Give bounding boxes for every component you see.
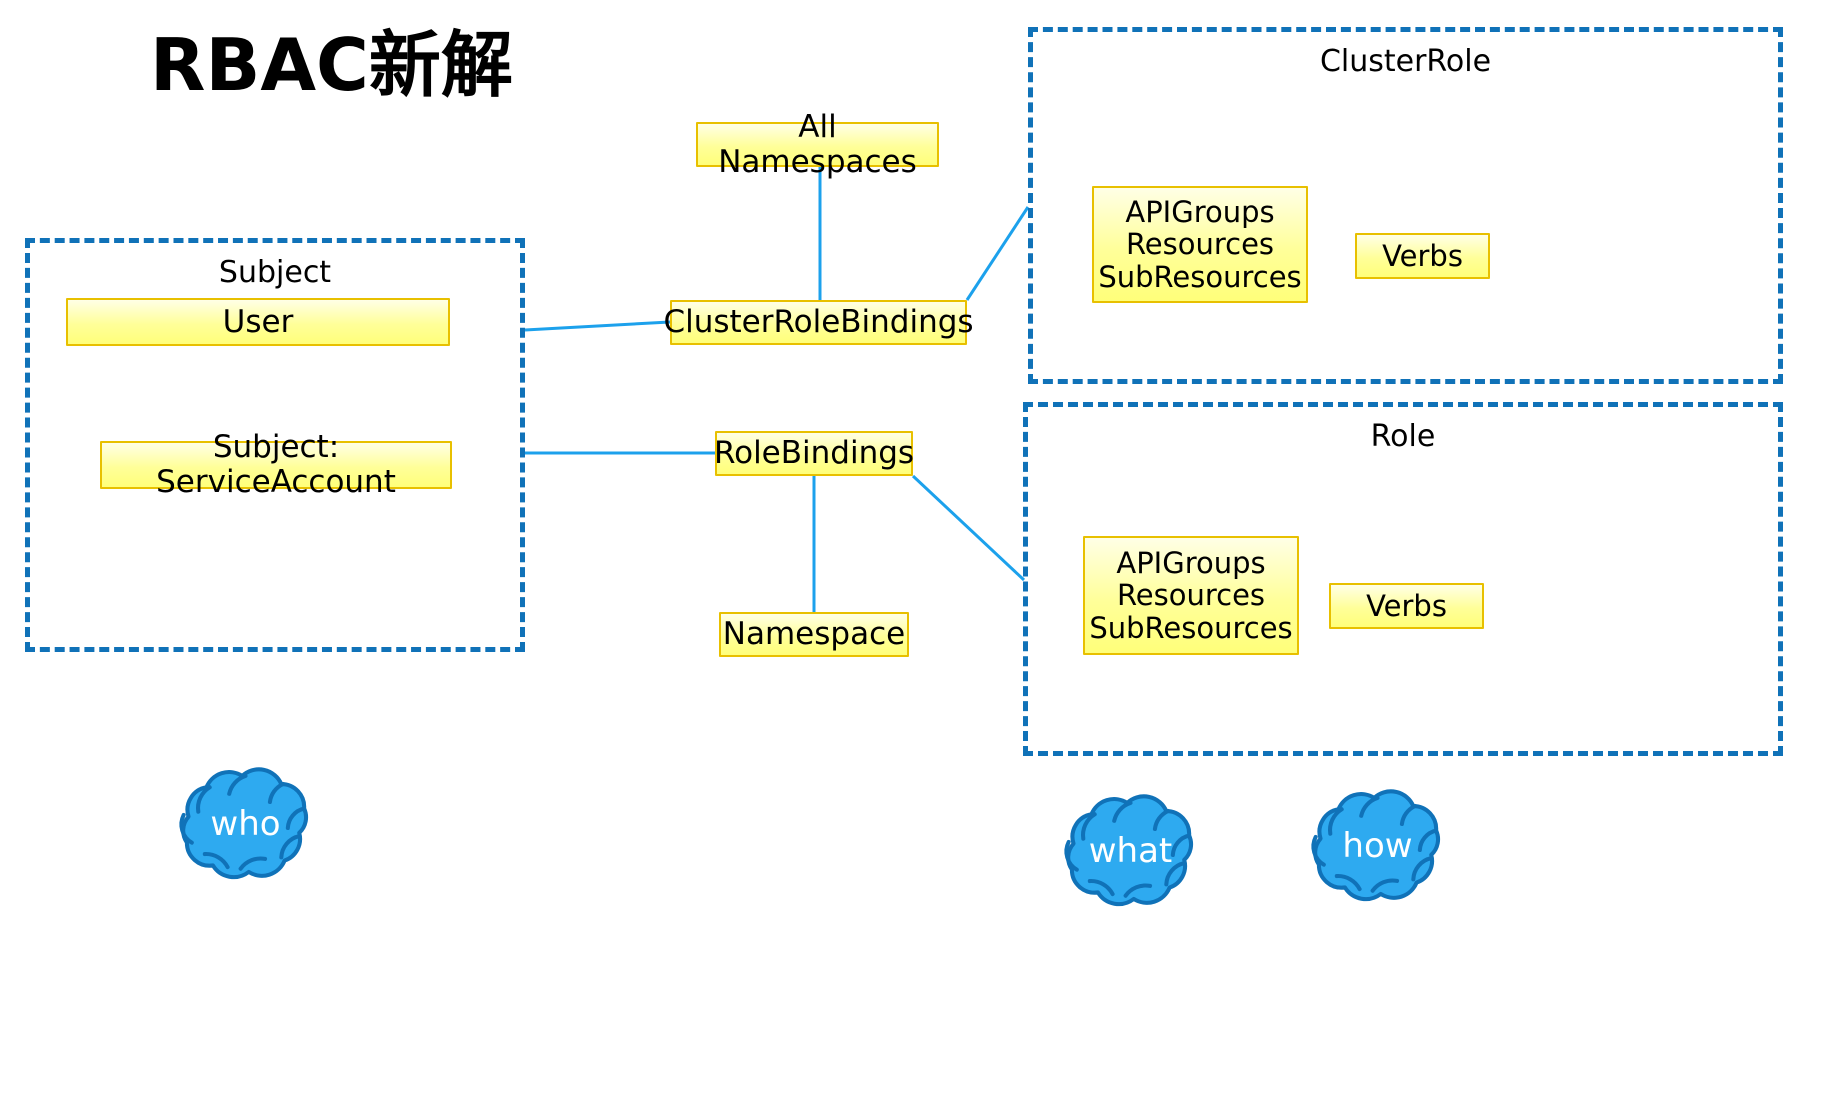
edge-subject-to-clusterrolebindings [524,320,671,332]
node-role-verbs[interactable]: Verbs [1329,583,1484,629]
cloud-shape-icon [1064,794,1194,907]
node-service-account[interactable]: Subject: ServiceAccount [100,430,452,499]
node-clusterrole-verbs[interactable]: Verbs [1355,233,1490,279]
node-namespace[interactable]: Namespace [719,612,909,657]
group-label-role: Role [1370,419,1436,454]
group-clusterrole[interactable]: ClusterRole [1028,27,1783,384]
cloud-shape-icon [1311,789,1441,902]
page-title: RBAC新解 [150,23,513,107]
edge-rolebindings-to-role [911,474,1026,582]
group-label-subject: Subject [218,255,332,290]
node-clusterrole-rules[interactable]: APIGroups Resources SubResources [1092,186,1308,303]
node-role-rules[interactable]: APIGroups Resources SubResources [1083,536,1299,655]
edge-clusterrolebindings-to-clusterrole [965,206,1030,301]
cloud-shape-icon [179,767,309,880]
cloud-who[interactable]: who [158,758,333,898]
cloud-how[interactable]: how [1290,780,1465,920]
group-role[interactable]: Role [1023,402,1783,756]
group-label-clusterrole: ClusterRole [1319,44,1492,79]
node-cluster-role-bindings[interactable]: ClusterRoleBindings [663,300,974,345]
node-role-bindings[interactable]: RoleBindings [714,431,914,476]
group-subject[interactable]: Subject [25,238,525,652]
cloud-what[interactable]: what [1043,785,1218,925]
node-user[interactable]: User [66,298,450,346]
node-all-namespaces[interactable]: All Namespaces [696,109,939,179]
